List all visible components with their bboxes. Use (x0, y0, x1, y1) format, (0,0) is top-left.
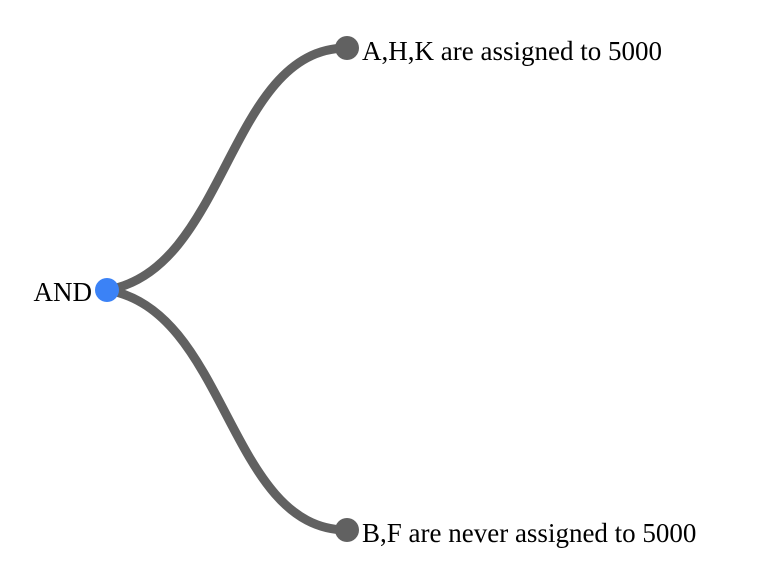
tree-link-bottom (102, 285, 352, 535)
root-node[interactable] (95, 278, 119, 302)
child-node-bottom-label: B,F are never assigned to 5000 (362, 518, 696, 548)
root-node-label: AND (34, 277, 93, 307)
child-node-top[interactable] (335, 36, 359, 60)
tree-link-top (102, 43, 352, 295)
child-node-bottom[interactable] (335, 518, 359, 542)
child-node-top-label: A,H,K are assigned to 5000 (362, 36, 662, 66)
